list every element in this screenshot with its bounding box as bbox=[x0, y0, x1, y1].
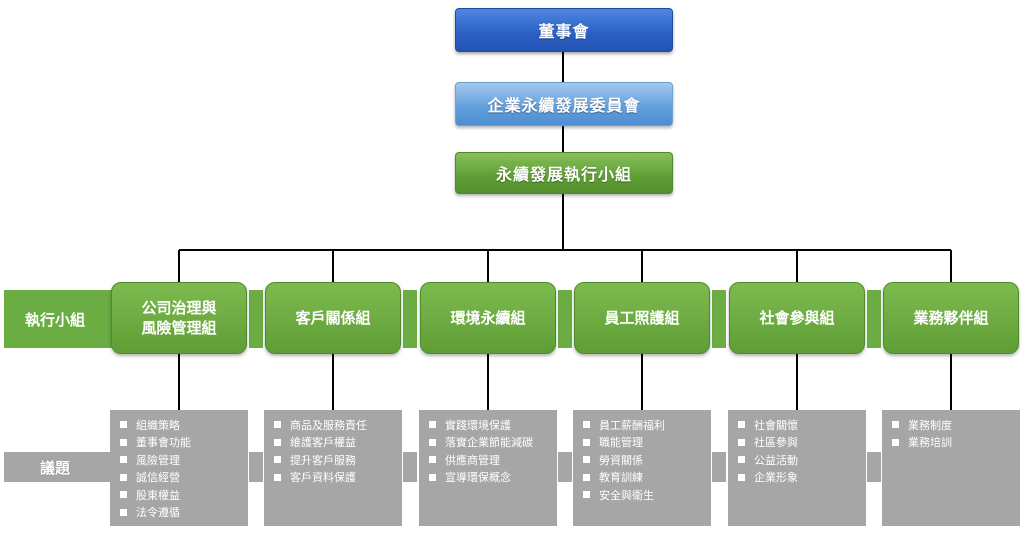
issues-band-label: 議題 bbox=[4, 452, 106, 482]
group-name: 社會參與組 bbox=[759, 309, 835, 327]
square-bullet-icon bbox=[274, 421, 281, 429]
group-environment: 環境永續組 bbox=[420, 282, 556, 354]
issue-item: 安全與衛生 bbox=[583, 486, 707, 504]
issue-item: 勞資關係 bbox=[583, 451, 707, 469]
group-band-connector bbox=[867, 290, 881, 348]
square-bullet-icon bbox=[738, 438, 745, 446]
square-bullet-icon bbox=[120, 421, 127, 429]
issue-item: 客戶資料保護 bbox=[274, 469, 398, 487]
issue-item: 業務制度 bbox=[892, 416, 1016, 434]
issue-item: 企業形象 bbox=[738, 469, 862, 487]
square-bullet-icon bbox=[429, 438, 436, 446]
issue-band-connector bbox=[403, 452, 417, 482]
issue-item: 風險管理 bbox=[120, 451, 244, 469]
group-business-partner: 業務夥伴組 bbox=[883, 282, 1019, 354]
square-bullet-icon bbox=[892, 421, 899, 429]
issue-item: 法令遵循 bbox=[120, 504, 244, 522]
issue-band-connector bbox=[712, 452, 726, 482]
board-box: 董事會 bbox=[455, 8, 673, 52]
issue-item: 公益活動 bbox=[738, 451, 862, 469]
issue-item: 職能管理 bbox=[583, 434, 707, 452]
square-bullet-icon bbox=[120, 473, 127, 481]
square-bullet-icon bbox=[738, 456, 745, 464]
issue-item: 董事會功能 bbox=[120, 434, 244, 452]
issue-item: 供應商管理 bbox=[429, 451, 553, 469]
square-bullet-icon bbox=[738, 421, 745, 429]
group-band-connector bbox=[712, 290, 726, 348]
group-name: 員工照護組 bbox=[604, 309, 680, 327]
issue-band-connector bbox=[249, 452, 263, 482]
square-bullet-icon bbox=[583, 456, 590, 464]
issue-item: 教育訓練 bbox=[583, 469, 707, 487]
group-customer-relations: 客戶關係組 bbox=[265, 282, 401, 354]
issue-item: 誠信經營 bbox=[120, 469, 244, 487]
issue-item: 實踐環境保護 bbox=[429, 416, 553, 434]
square-bullet-icon bbox=[583, 421, 590, 429]
group-name: 客戶關係組 bbox=[295, 309, 371, 327]
sustainability-committee-box: 企業永續發展委員會 bbox=[455, 82, 673, 126]
group-governance-risk: 公司治理與 風險管理組 bbox=[111, 282, 247, 354]
issues-environment: 實踐環境保護 落實企業節能減碳 供應商管理 宣導環保概念 bbox=[419, 410, 557, 526]
group-name-line2: 風險管理組 bbox=[141, 319, 217, 337]
issue-item: 商品及服務責任 bbox=[274, 416, 398, 434]
issue-item: 社會關懷 bbox=[738, 416, 862, 434]
square-bullet-icon bbox=[120, 508, 127, 516]
square-bullet-icon bbox=[120, 456, 127, 464]
square-bullet-icon bbox=[429, 473, 436, 481]
issues-social-participation: 社會關懷 社區參與 公益活動 企業形象 bbox=[728, 410, 866, 526]
issue-item: 提升客戶服務 bbox=[274, 451, 398, 469]
issue-item: 股東權益 bbox=[120, 486, 244, 504]
square-bullet-icon bbox=[429, 421, 436, 429]
square-bullet-icon bbox=[274, 456, 281, 464]
exec-groups-band-label: 執行小組 bbox=[4, 290, 106, 348]
square-bullet-icon bbox=[583, 438, 590, 446]
group-name-line1: 公司治理與 bbox=[141, 299, 217, 317]
group-name: 業務夥伴組 bbox=[913, 309, 989, 327]
issue-item: 業務培訓 bbox=[892, 434, 1016, 452]
issues-employee-care: 員工薪酬福利 職能管理 勞資關係 教育訓練 安全與衛生 bbox=[573, 410, 711, 526]
square-bullet-icon bbox=[274, 473, 281, 481]
issue-item: 落實企業節能減碳 bbox=[429, 434, 553, 452]
issue-item: 維護客戶權益 bbox=[274, 434, 398, 452]
square-bullet-icon bbox=[120, 491, 127, 499]
issues-business-partner: 業務制度 業務培訓 bbox=[882, 410, 1020, 526]
issues-customer-relations: 商品及服務責任 維護客戶權益 提升客戶服務 客戶資料保護 bbox=[264, 410, 402, 526]
issue-item: 宣導環保概念 bbox=[429, 469, 553, 487]
group-band-connector bbox=[403, 290, 417, 348]
square-bullet-icon bbox=[583, 473, 590, 481]
issue-item: 組織策略 bbox=[120, 416, 244, 434]
group-band-connector bbox=[558, 290, 572, 348]
square-bullet-icon bbox=[892, 438, 899, 446]
group-band-connector bbox=[249, 290, 263, 348]
group-name: 環境永續組 bbox=[450, 309, 526, 327]
issue-band-connector bbox=[867, 452, 881, 482]
square-bullet-icon bbox=[738, 473, 745, 481]
group-social-participation: 社會參與組 bbox=[729, 282, 865, 354]
issue-band-connector bbox=[558, 452, 572, 482]
exec-team-box: 永續發展執行小組 bbox=[455, 152, 673, 194]
square-bullet-icon bbox=[583, 491, 590, 499]
group-employee-care: 員工照護組 bbox=[574, 282, 710, 354]
issue-item: 員工薪酬福利 bbox=[583, 416, 707, 434]
issues-governance-risk: 組織策略 董事會功能 風險管理 誠信經營 股東權益 法令遵循 bbox=[110, 410, 248, 526]
square-bullet-icon bbox=[120, 438, 127, 446]
square-bullet-icon bbox=[274, 438, 281, 446]
square-bullet-icon bbox=[429, 456, 436, 464]
issue-item: 社區參與 bbox=[738, 434, 862, 452]
